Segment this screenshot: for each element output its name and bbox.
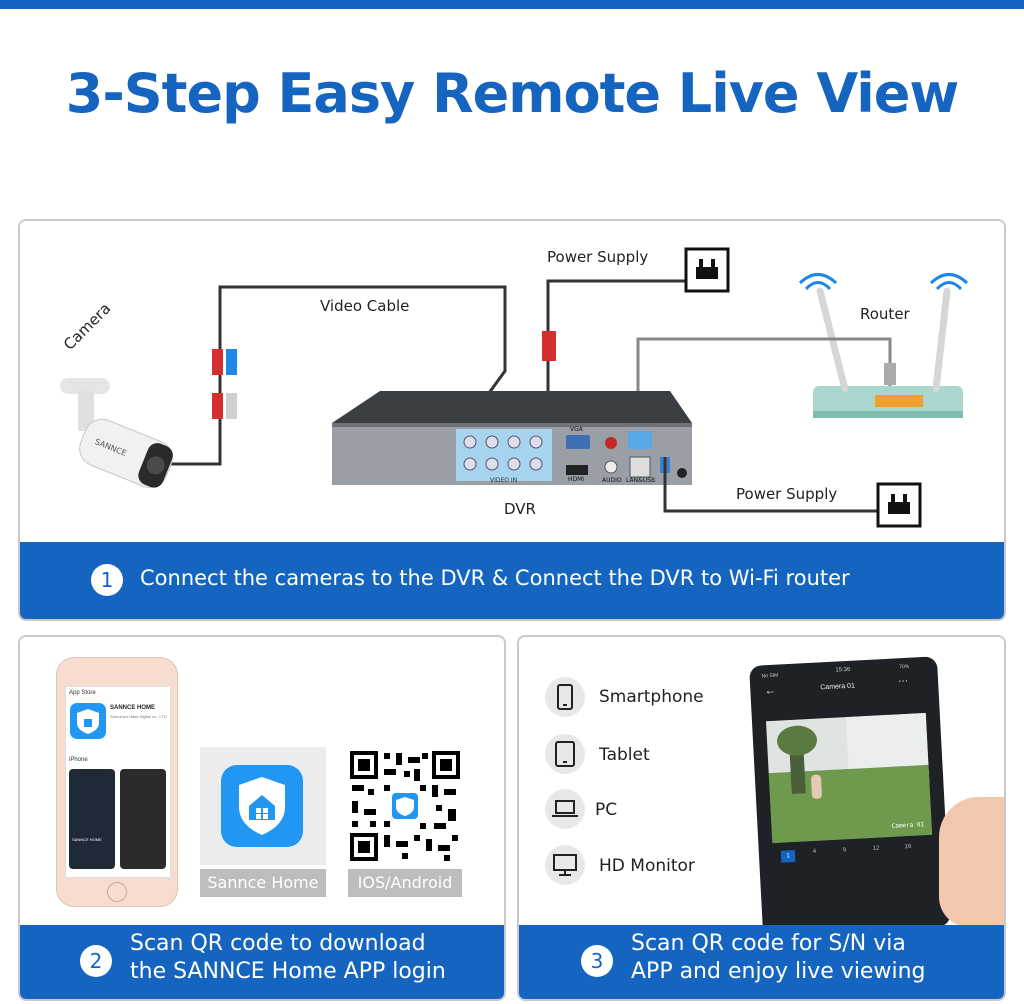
rca-connector-red-top [212, 349, 223, 375]
smartphone-icon [557, 684, 573, 710]
phone-store-title: App Store [69, 690, 96, 696]
rca-connector-red-bottom [212, 393, 223, 419]
phone-app-icon [70, 703, 106, 739]
qr-code[interactable] [348, 749, 462, 863]
rca-connector-blue-top [226, 349, 237, 375]
device-pc: PC [595, 800, 618, 820]
monitor-icon [553, 854, 577, 876]
camera-body [79, 418, 173, 488]
tablet-status-left: No SIM [761, 672, 779, 680]
step2-card: App Store SANNCE HOME Shenzhen Hase Digi… [18, 635, 506, 1001]
phone-section-label: iPhone [69, 757, 88, 763]
channel-4[interactable]: 4 [812, 848, 817, 856]
monitor-icon-circle [545, 845, 585, 885]
back-arrow-icon[interactable]: ← [763, 682, 777, 698]
smartphone-icon-circle [545, 677, 585, 717]
tablet-device: No SIM 15:36 70% ← Camera 01 ⋯ Camera 01… [749, 656, 951, 936]
hand-holding-tablet [939, 797, 1004, 927]
step2-number: 2 [80, 945, 112, 977]
camera-mount [60, 378, 110, 394]
lan-usb-label: LAN&USB [626, 477, 656, 484]
step3-card: Smartphone Tablet PC HD Monitor No SIM 1… [517, 635, 1006, 1001]
audio-port-white [604, 460, 618, 474]
tablet-screen-title: Camera 01 [820, 682, 856, 692]
video-cable-wire [218, 285, 507, 464]
hdmi-port [566, 465, 588, 475]
tablet-status-right: 70% [899, 663, 910, 671]
phone-screenshot-2 [120, 769, 166, 869]
power-supply-top-label: Power Supply [547, 248, 649, 266]
audio-label: AUDIO [602, 477, 622, 484]
step3-number: 3 [581, 945, 613, 977]
wifi-icon-right [929, 273, 969, 291]
phone-home-button [107, 882, 127, 902]
channel-9[interactable]: 9 [842, 847, 847, 854]
step1-text: Connect the cameras to the DVR & Connect… [140, 566, 850, 590]
audio-port-red [605, 437, 617, 449]
channel-12[interactable]: 12 [872, 845, 880, 852]
connection-diagram [60, 247, 969, 528]
dvr-top [332, 391, 692, 423]
tablet-status-time: 15:36 [835, 666, 851, 674]
video-in-label: VIDEO IN [490, 477, 518, 484]
step3-banner: 3 Scan QR code for S/N via APP and enjoy… [519, 925, 1004, 999]
step3-line2: APP and enjoy live viewing [631, 959, 926, 984]
channel-1[interactable]: 1 [780, 849, 796, 863]
vga-label: VGA [570, 426, 583, 433]
step1-number: 1 [91, 564, 123, 596]
channel-16[interactable]: 16 [904, 843, 912, 851]
power-wire-bottom [663, 457, 880, 513]
laptop-icon [552, 800, 578, 817]
step1-card: Camera SANNCE Video Cable Power Supply R… [18, 219, 1006, 621]
device-hd-monitor: HD Monitor [599, 856, 695, 876]
router-label: Router [860, 305, 910, 323]
more-options-icon[interactable]: ⋯ [897, 675, 909, 688]
step1-banner: 1 Connect the cameras to the DVR & Conne… [20, 542, 1004, 619]
step3-line1: Scan QR code for S/N via [631, 931, 906, 956]
phone-preview-text: SANNCE HOME [72, 837, 102, 842]
rca-connector-blue-bottom [226, 393, 237, 419]
phone-app-name: SANNCE HOME [110, 705, 156, 711]
app-caption: Sannce Home [200, 869, 326, 897]
network-cable [636, 337, 892, 421]
step2-banner: 2 Scan QR code to download the SANNCE Ho… [20, 925, 504, 999]
phone-screenshot-1 [69, 769, 115, 869]
usb-ports [629, 456, 651, 478]
vga-port [566, 435, 590, 449]
power-supply-bottom-label: Power Supply [736, 485, 838, 503]
device-tablet: Tablet [599, 745, 650, 765]
tablet-icon-circle [545, 734, 585, 774]
top-accent-bar [0, 0, 1024, 9]
phone-frame: App Store SANNCE HOME Shenzhen Hase Digi… [56, 657, 178, 907]
qr-caption: IOS/Android [348, 869, 462, 897]
hdmi-label: HDMI [568, 476, 585, 483]
dvr-label: DVR [504, 500, 536, 518]
lan-port [628, 431, 652, 449]
pc-icon-circle [545, 789, 585, 829]
device-smartphone: Smartphone [599, 687, 704, 707]
step2-line2: the SANNCE Home APP login [130, 959, 446, 984]
page-title: 3-Step Easy Remote Live View [65, 62, 959, 125]
channel-selector: 1 4 9 12 16 [780, 843, 932, 865]
tablet-icon [555, 741, 575, 767]
power-plug-top [542, 331, 556, 361]
power-wire-top [546, 271, 707, 391]
sannce-home-app-icon[interactable] [221, 765, 303, 847]
router-antenna-right [932, 287, 951, 393]
phone-app-developer: Shenzhen Hase Digital co., LTD [110, 714, 167, 719]
wifi-icon-left [798, 273, 838, 291]
live-view-feed[interactable]: Camera 01 [765, 712, 933, 844]
step2-line1: Scan QR code to download [130, 931, 426, 956]
video-cable-label: Video Cable [320, 297, 410, 315]
